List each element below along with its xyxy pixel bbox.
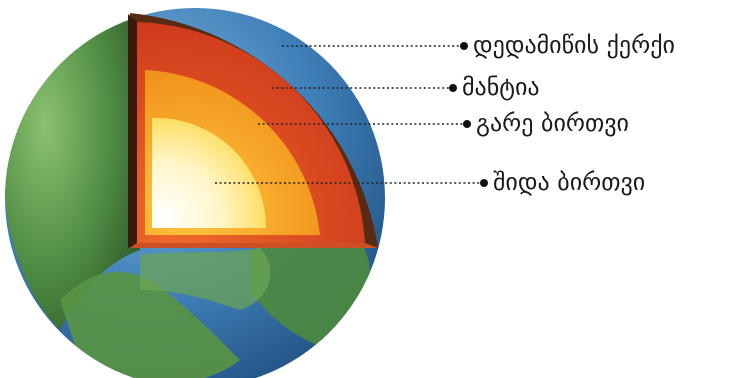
crust-label: დედამიწის ქერქი (473, 31, 675, 59)
inner-core-label: შიდა ბირთვი (493, 168, 645, 196)
land-south (60, 271, 240, 378)
mantle-leader-dot (449, 84, 457, 92)
crust-edge-left (128, 14, 137, 248)
label-outer-core-group: გარე ბირთვი (258, 109, 629, 137)
land-asia (140, 248, 271, 310)
inner-core-leader-dot (480, 179, 488, 187)
globe (5, 8, 385, 378)
inner-core-layer (152, 117, 267, 228)
mantle-label: მანტია (462, 73, 540, 101)
outer-core-label: გარე ბირთვი (476, 109, 629, 137)
label-mantle-group: მანტია (272, 73, 540, 101)
land-west (5, 15, 140, 330)
cutaway (128, 13, 378, 248)
label-inner-core-group: შიდა ბირთვი (215, 168, 645, 196)
mantle-bottom-face (130, 243, 378, 248)
crust-leader-dot (460, 42, 468, 50)
outer-core-leader-dot (463, 120, 471, 128)
label-crust-group: დედამიწის ქერქი (282, 31, 675, 59)
